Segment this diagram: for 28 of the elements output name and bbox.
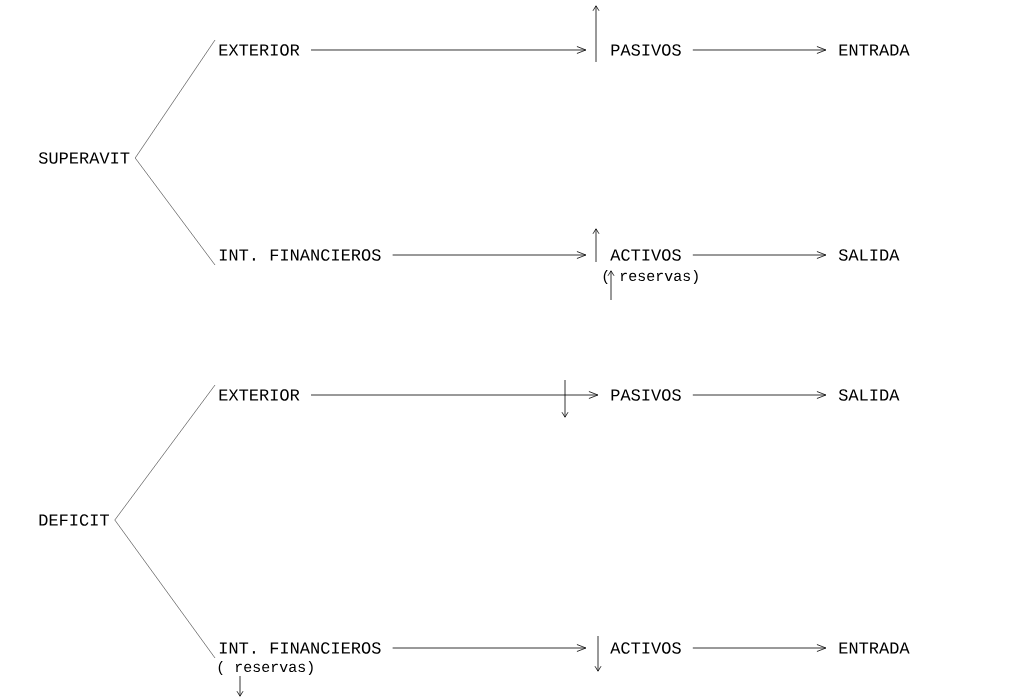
node-label: SUPERAVIT: [38, 152, 130, 164]
node-label: SALIDA: [838, 249, 900, 261]
connector-line: [134, 39, 216, 159]
node-label: ENTRADA: [839, 642, 910, 654]
node-label: PASIVOS: [611, 389, 681, 401]
arrow: [392, 644, 587, 652]
arrow: [692, 644, 827, 652]
node-label: SALIDA: [838, 389, 900, 401]
note-text: ( reservas): [218, 661, 313, 675]
arrow: [310, 391, 599, 399]
node-label: ACTIVOS: [610, 642, 681, 654]
note-text: ( reservas): [603, 270, 698, 284]
node-label: EXTERIOR: [219, 389, 300, 401]
node-label: EXTERIOR: [219, 44, 300, 56]
arrow: [692, 391, 827, 399]
node-label: PASIVOS: [611, 44, 681, 56]
arrow: [692, 46, 827, 54]
node-label: INT. FINANCIEROS: [219, 642, 381, 654]
connector-line: [114, 384, 216, 521]
arrow: [392, 251, 587, 259]
arrow: [310, 46, 587, 54]
connector-line: [114, 519, 216, 659]
connector-line: [134, 157, 216, 266]
node-label: INT. FINANCIEROS: [219, 249, 381, 261]
node-label: ACTIVOS: [610, 249, 681, 261]
node-label: ENTRADA: [839, 44, 910, 56]
node-label: DEFICIT: [39, 514, 109, 526]
arrow: [692, 251, 827, 259]
